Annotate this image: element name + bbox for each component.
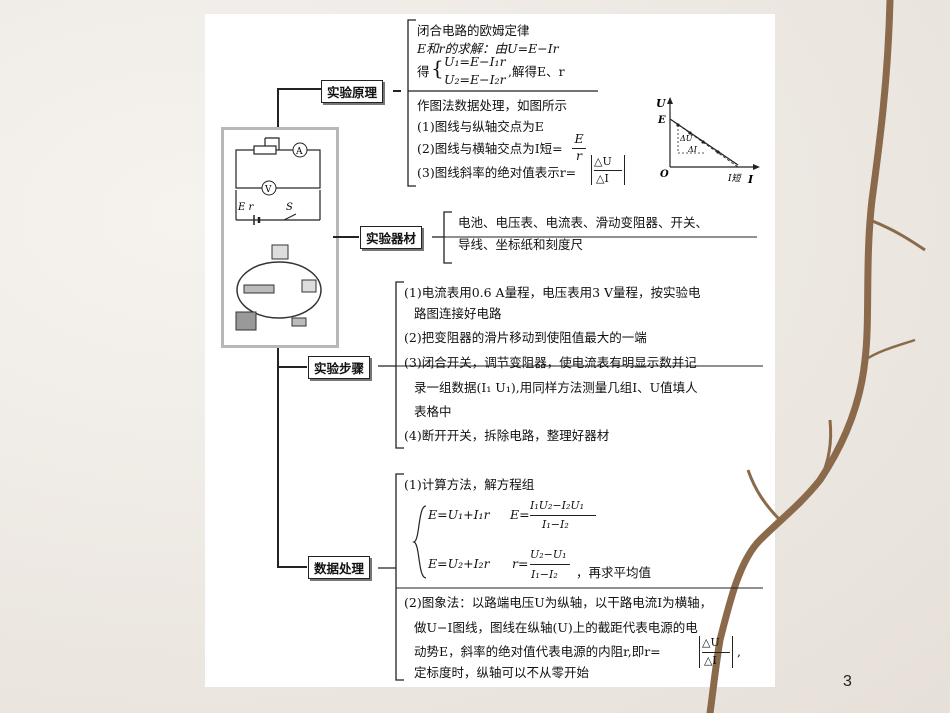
processing-r-label: r= — [512, 556, 529, 571]
steps-line-5: 录一组数据(I₁ U₁),用同样方法测量几组I、U值填人 — [414, 380, 698, 395]
bracket-processing — [378, 473, 763, 681]
steps-line-3: (2)把变阻器的滑片移动到使阻值最大的一端 — [404, 330, 647, 345]
steps-line-2: 路图连接好电路 — [414, 306, 502, 321]
processing-abs-num: △U — [702, 636, 720, 649]
processing-graph-line-3: 动势E，斜率的绝对值代表电源的内阻r,即r= — [414, 644, 661, 659]
circuit-figure: A V E r S — [221, 127, 339, 348]
ammeter-label: A — [295, 147, 303, 157]
e-intercept-label: E — [657, 115, 666, 126]
principle-graph-line-3: (2)图线与横轴交点为I短= — [417, 141, 563, 156]
branch-equipment — [333, 236, 359, 238]
processing-r-num: U₂−U₁ — [530, 548, 567, 561]
apparatus-photo — [235, 244, 322, 331]
processing-E-label: E= — [510, 507, 530, 522]
frac-bar — [572, 148, 586, 149]
principle-line-1: 闭合电路的欧姆定律 — [417, 23, 530, 38]
processing-E-num: I₁U₂−I₂U₁ — [530, 499, 585, 512]
label-equipment: 实验器材 — [360, 226, 423, 249]
processing-abs-den: △I — [704, 654, 717, 667]
steps-line-4: (3)闭合开关，调节变阻器，使电流表有明显示数并记 — [404, 355, 697, 370]
processing-abs-left — [699, 636, 701, 668]
voltmeter-label: V — [264, 185, 272, 195]
origin-label: O — [660, 169, 669, 180]
processing-trail: , — [737, 644, 741, 659]
di-label: ΔI — [687, 145, 698, 154]
principle-graph-line-4: (3)图线斜率的绝对值表示r= — [417, 165, 577, 180]
processing-abs-right — [732, 636, 734, 668]
label-steps: 实验步骤 — [308, 356, 371, 379]
processing-graph-line-2: 做U−I图线，图线在纵轴(U)上的截距代表电源的电 — [414, 620, 698, 635]
equipment-line-1: 电池、电压表、电流表、滑动变阻器、开关、 — [458, 215, 709, 230]
frac-E-num: E — [574, 131, 584, 146]
u-axis-label: U — [656, 97, 667, 110]
principle-solve-prefix: 得 — [417, 64, 430, 79]
steps-line-7: (4)断开开关，拆除电路，整理好器材 — [404, 428, 610, 443]
steps-line-1: (1)电流表用0.6 A量程，电压表用3 V量程，按实验电 — [404, 285, 701, 300]
branch-decoration — [706, 0, 926, 713]
processing-brace — [412, 505, 427, 579]
principle-eq-2: U₂=E−I₂r — [444, 72, 506, 87]
page-number: 3 — [843, 673, 852, 690]
switch-label: S — [286, 202, 293, 213]
emf-label: E r — [237, 202, 254, 213]
i-axis-label: I — [747, 173, 754, 185]
principle-solve-suffix: ,解得E、r — [508, 64, 565, 79]
equipment-line-2: 导线、坐标纸和刻度尺 — [458, 237, 584, 252]
steps-line-6: 表格中 — [414, 404, 452, 419]
bracket-principle — [407, 19, 598, 187]
branch-processing — [277, 566, 307, 568]
abs-left — [591, 155, 593, 185]
processing-E-den: I₁−I₂ — [542, 518, 569, 531]
processing-graph-line-1: (2)图象法：以路端电压U为纵轴，以干路电流I为横轴， — [404, 595, 713, 610]
abs-den: △I — [596, 172, 609, 185]
bracket-steps — [378, 281, 763, 449]
principle-line-2: E和r的求解：由U=E−Ir — [417, 41, 559, 56]
bracket-equipment — [432, 211, 757, 264]
abs-num: △U — [594, 155, 612, 168]
connector-principle — [393, 90, 401, 92]
frac-r-den: r — [576, 148, 582, 163]
circuit-diagram: A V E r S — [235, 137, 322, 331]
ui-graph: U E O I ΔU ΔI I短 — [656, 97, 760, 185]
processing-abs-bar — [702, 652, 730, 653]
processing-r-bar — [530, 564, 570, 565]
processing-eq-a: E=U₁+I₁r — [428, 507, 490, 522]
processing-calc-title: (1)计算方法，解方程组 — [404, 477, 535, 492]
principle-graph-line-1: 作图法数据处理，如图所示 — [417, 98, 568, 113]
processing-avg: ，再求平均值 — [576, 565, 652, 580]
branch-steps — [277, 366, 307, 368]
branch-principle — [277, 88, 321, 90]
du-label: ΔU — [679, 134, 693, 143]
brace-symbol: { — [431, 56, 444, 80]
processing-E-bar — [530, 515, 596, 516]
principle-eq-1: U₁=E−I₁r — [444, 54, 506, 69]
label-processing: 数据处理 — [308, 556, 371, 579]
label-principle: 实验原理 — [321, 80, 384, 103]
processing-r-den: I₁−I₂ — [531, 568, 558, 581]
principle-graph-line-2: (1)图线与纵轴交点为E — [417, 119, 544, 134]
processing-graph-line-4: 定标度时，纵轴可以不从零开始 — [414, 665, 590, 680]
ishort-label: I短 — [727, 173, 743, 184]
abs-bar — [594, 170, 622, 171]
abs-right — [624, 155, 626, 185]
processing-eq-b: E=U₂+I₂r — [428, 556, 490, 571]
